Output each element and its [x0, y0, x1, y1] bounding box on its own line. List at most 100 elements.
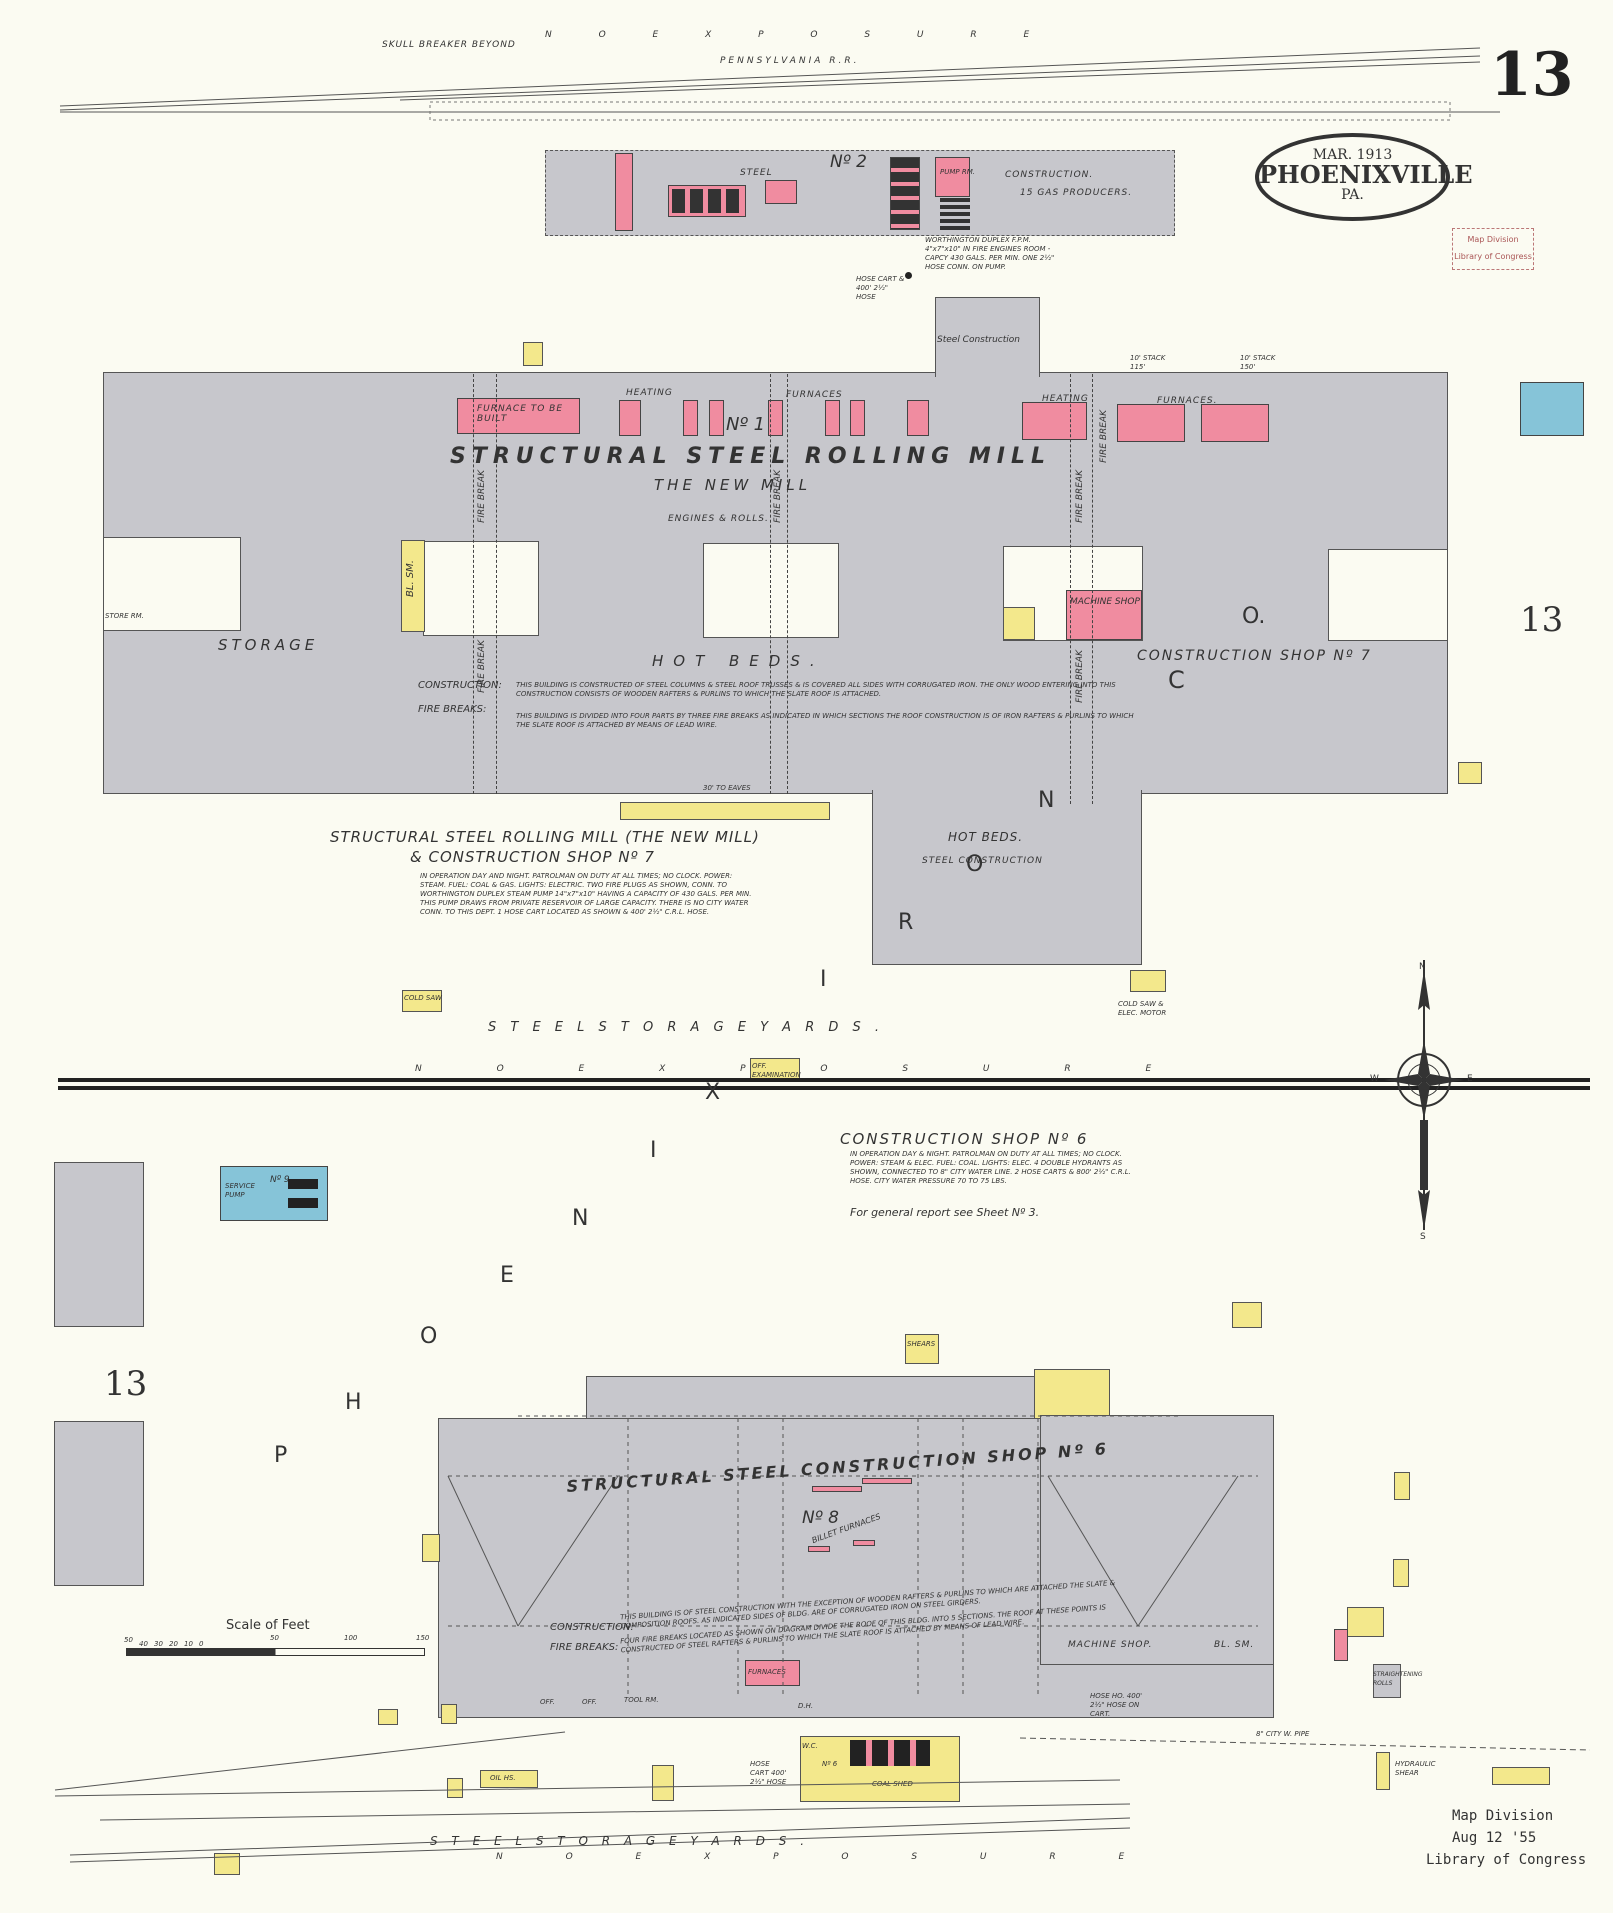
- tool-room-label: TOOL RM.: [624, 1696, 659, 1704]
- heating-furnace-6: [850, 400, 865, 436]
- billet-furnace-4: [853, 1540, 875, 1546]
- no6-label: Nº 6: [822, 1760, 838, 1768]
- hose-house-label: HOSE HO. 400' 2½" HOSE ON CART.: [1090, 1692, 1143, 1718]
- railroad-tracks-bottom: [54, 1731, 1591, 1863]
- shop6-furnaces-label: FURNACES: [748, 1668, 786, 1676]
- billet-furnace-1: [812, 1486, 862, 1492]
- scale-tick-5: 0: [199, 1640, 204, 1648]
- fire-break-2: [496, 374, 497, 794]
- coal-shed-label: COAL SHED: [872, 1780, 913, 1788]
- steel-storage-yards-middle: S T E E L S T O R A G E Y A R D S .: [488, 1020, 885, 1035]
- shed-22: [214, 1853, 240, 1875]
- shop6-firebreaks-heading: FIRE BREAKS:: [550, 1642, 619, 1653]
- compass-rose: [1384, 960, 1464, 1230]
- top-exposure-label: N O E X P O S U R E: [545, 30, 1052, 40]
- store-rm-label: STORE RM.: [105, 612, 144, 620]
- steel-construction-annex: Steel Construction: [937, 335, 1020, 345]
- straightening-rolls: [1373, 1664, 1401, 1698]
- construction-label-top: CONSTRUCTION.: [1005, 170, 1094, 180]
- shop6-east-wing: [1040, 1415, 1274, 1665]
- mill-courtyard-right: [1328, 549, 1448, 641]
- shop6-report-title: CONSTRUCTION SHOP Nº 6: [840, 1130, 1089, 1148]
- mill-firebreaks-heading: FIRE BREAKS:: [418, 704, 487, 715]
- pump-room-label: PUMP RM.: [940, 168, 975, 176]
- mill-yellow-strip: [620, 802, 830, 820]
- worthington-note: WORTHINGTON DUPLEX F.P.M. 4"x7"x10" IN F…: [925, 236, 1055, 271]
- shed-s: [1492, 1767, 1550, 1785]
- company-letter-O2: O: [966, 852, 984, 877]
- straightening-label: STRAIGHTENING ROLLS: [1373, 1671, 1423, 1687]
- office-label: OFF. EXAMINATION: [752, 1062, 801, 1079]
- mill-report-title-1: STRUCTURAL STEEL ROLLING MILL (THE NEW M…: [330, 828, 760, 846]
- fire-break-5: [1070, 374, 1071, 804]
- adjoining-sheet-right: 13: [1520, 600, 1564, 640]
- fire-break-label-1: FIRE BREAK: [477, 470, 487, 523]
- building-no2: Nº 2: [830, 152, 867, 172]
- heating-furnace-2: [683, 400, 698, 436]
- middle-exposure: N O E X P O S U R E: [415, 1064, 1188, 1074]
- wc-top: [523, 342, 543, 366]
- yellow-annex: [1003, 607, 1035, 640]
- gas-producer-building: [545, 150, 1175, 236]
- library-stamp: Map Division Library of Congress: [1452, 228, 1534, 270]
- mill-courtyard-1: [423, 541, 539, 636]
- mill-annex-north: [935, 297, 1040, 377]
- shears-label: SHEARS: [907, 1340, 936, 1348]
- stamp-bottom-3: Library of Congress: [1426, 1852, 1587, 1868]
- scale-tick-0: 50: [124, 1636, 133, 1644]
- gas-producers-center: [890, 157, 920, 230]
- town-name: PHOENIXVILLE: [1259, 160, 1473, 189]
- shed-k: [378, 1709, 398, 1725]
- billet-furnace-3: [808, 1546, 830, 1552]
- service-pump-label: SERVICE PUMP: [225, 1182, 255, 1199]
- stamp-bottom-2: Aug 12 '55: [1452, 1830, 1537, 1846]
- stamp-bottom-1: Map Division: [1452, 1808, 1554, 1824]
- compass-e: E: [1467, 1074, 1474, 1084]
- mill-construction-note: THIS BUILDING IS CONSTRUCTED OF STEEL CO…: [516, 681, 1116, 698]
- cold-saw-shed-left: [402, 990, 442, 1012]
- stamp-line1: Map Division: [1467, 235, 1519, 244]
- heating-furnace-10: [1201, 404, 1269, 442]
- railroad-label: PENNSYLVANIA R.R.: [720, 56, 860, 66]
- boiler-room: [615, 153, 633, 231]
- mill-title: STRUCTURAL STEEL ROLLING MILL: [450, 444, 1052, 469]
- heating-furnace-3: [709, 400, 724, 436]
- hot-beds-south: HOT BEDS.: [948, 830, 1024, 844]
- pump-unit-2: [288, 1198, 318, 1208]
- heating-furnace-4: [768, 400, 783, 436]
- sheet-date: MAR. 1913: [1312, 147, 1393, 163]
- fire-break-3: [770, 374, 771, 794]
- adjoining-block-1: [54, 1162, 144, 1327]
- gas-producers-label: 15 GAS PRODUCERS.: [1020, 188, 1133, 198]
- company-letter-C: C: [1168, 666, 1185, 694]
- company-letter-R: R: [898, 910, 914, 935]
- mill-no1: Nº 1: [726, 414, 766, 435]
- railroad-tracks-top: [59, 47, 1500, 121]
- scale-tick-3: 20: [169, 1640, 178, 1648]
- blacksmith-shop: [401, 540, 425, 632]
- machine-shop: [1066, 590, 1142, 640]
- pump-unit-1: [288, 1179, 318, 1189]
- mill-courtyard-2: [703, 543, 839, 638]
- shed-u: [652, 1765, 674, 1801]
- shop6-roof-lines: [447, 1415, 1258, 1696]
- hose-cart-lower-label: HOSE CART 400' 2½" HOSE: [750, 1760, 787, 1786]
- shed-m: [447, 1778, 463, 1798]
- stack-label-1: 10' STACK 115': [1130, 354, 1166, 371]
- shop6-machine-shop-label: MACHINE SHOP.: [1068, 1640, 1153, 1650]
- producer-house: [765, 180, 797, 204]
- company-letter-O3: O.: [1242, 604, 1266, 629]
- dh-label: D.H.: [798, 1702, 814, 1710]
- mill-subtitle: THE NEW MILL: [654, 476, 812, 494]
- shop6-furnaces: [745, 1660, 800, 1686]
- compass-n: N: [1419, 962, 1427, 972]
- bottom-exposure: N O E X P O S U R E: [496, 1852, 1155, 1862]
- furnaces-label-1: FURNACES: [786, 390, 843, 400]
- mill-report-body: IN OPERATION DAY AND NIGHT. PATROLMAN ON…: [420, 872, 752, 916]
- shop6-construction-heading: CONSTRUCTION:: [550, 1622, 634, 1633]
- fire-break-label-4: FIRE BREAK: [1075, 470, 1085, 523]
- color-key-stone: [1520, 382, 1584, 436]
- scale-bar: [126, 1648, 425, 1656]
- blacksmith-label: BL. SM.: [405, 560, 416, 597]
- hose-cart-note: HOSE CART & 400' 2½" HOSE: [856, 275, 905, 301]
